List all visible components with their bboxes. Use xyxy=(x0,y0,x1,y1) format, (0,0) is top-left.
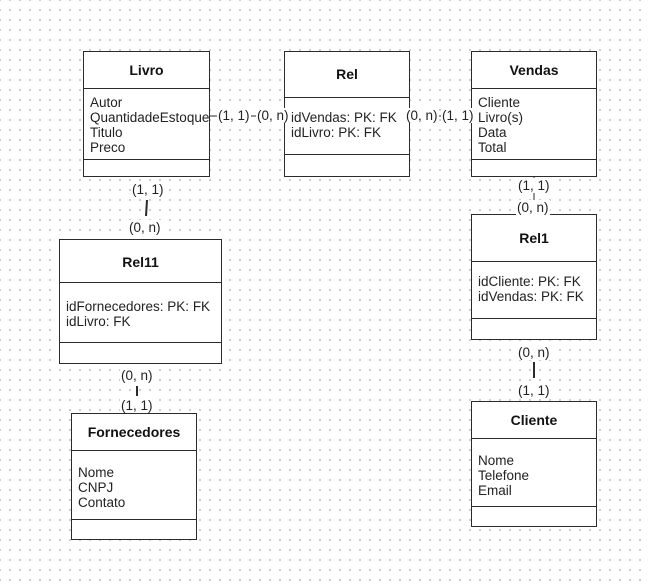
cardinality-label: (1, 1) xyxy=(517,383,551,398)
cardinality-label: (1, 1) xyxy=(441,108,475,123)
attribute: Autor xyxy=(90,95,123,110)
attribute-list: Nome Telefone Email xyxy=(472,439,596,498)
entity-rel1[interactable]: Rel1 idCliente: PK: FK idVendas: PK: FK xyxy=(471,214,597,340)
entity-footer xyxy=(285,154,409,176)
entity-footer xyxy=(60,342,221,363)
cardinality-label: (0, n) xyxy=(120,368,154,383)
attribute: idLivro: PK: FK xyxy=(291,125,382,140)
entity-title: Rel xyxy=(285,52,409,98)
entity-title: Rel11 xyxy=(60,240,221,283)
attribute: Data xyxy=(478,125,507,140)
attribute-list: idCliente: PK: FK idVendas: PK: FK xyxy=(472,262,596,304)
attribute: Titulo xyxy=(90,125,123,140)
cardinality-label: (1, 1) xyxy=(517,178,551,193)
attribute-list: idVendas: PK: FK idLivro: PK: FK xyxy=(285,98,409,140)
attribute: idFornecedores: PK: FK xyxy=(66,299,211,314)
attribute-list: idFornecedores: PK: FK idLivro: FK xyxy=(60,283,221,329)
attribute: Nome xyxy=(478,453,515,468)
cardinality-label: (0, n) xyxy=(405,108,439,123)
attribute-list: Cliente Livro(s) Data Total xyxy=(472,89,596,155)
entity-title: Fornecedores xyxy=(72,414,196,451)
attribute: Contato xyxy=(78,495,126,510)
attribute: Telefone xyxy=(478,468,530,483)
attribute: Livro(s) xyxy=(478,110,524,125)
entity-rel11[interactable]: Rel11 idFornecedores: PK: FK idLivro: FK xyxy=(59,239,222,364)
attribute: idCliente: PK: FK xyxy=(478,274,581,289)
entity-footer xyxy=(84,159,209,176)
attribute: Nome xyxy=(78,465,115,480)
cardinality-label: (1, 1) xyxy=(217,108,251,123)
entity-title: Rel1 xyxy=(472,215,596,262)
entity-title: Vendas xyxy=(472,52,596,89)
attribute: CNPJ xyxy=(78,480,114,495)
entity-footer xyxy=(472,159,596,176)
cardinality-label: (0, n) xyxy=(128,220,162,235)
entity-title: Livro xyxy=(84,52,209,89)
entity-rel[interactable]: Rel idVendas: PK: FK idLivro: PK: FK xyxy=(284,51,410,177)
entity-footer xyxy=(72,519,196,539)
cardinality-label: (1, 1) xyxy=(131,182,165,197)
cardinality-label: (0, n) xyxy=(517,345,551,360)
entity-fornecedores[interactable]: Fornecedores Nome CNPJ Contato xyxy=(71,413,197,540)
attribute: idLivro: FK xyxy=(66,314,131,329)
attribute-list: Autor QuantidadeEstoque Titulo Preco xyxy=(84,89,209,155)
cardinality-label: (1, 1) xyxy=(120,398,154,413)
entity-footer xyxy=(472,506,596,526)
attribute: Total xyxy=(478,140,507,155)
cardinality-label: (0, n) xyxy=(256,108,290,123)
entity-footer xyxy=(472,318,596,339)
connector-livro-rel11 xyxy=(145,199,148,217)
entity-vendas[interactable]: Vendas Cliente Livro(s) Data Total xyxy=(471,51,597,177)
attribute: Preco xyxy=(90,140,126,155)
attribute: idVendas: PK: FK xyxy=(291,110,397,125)
attribute: Cliente xyxy=(478,95,521,110)
attribute: Email xyxy=(478,483,512,498)
entity-livro[interactable]: Livro Autor QuantidadeEstoque Titulo Pre… xyxy=(83,51,210,177)
attribute: QuantidadeEstoque xyxy=(90,110,210,125)
entity-cliente[interactable]: Cliente Nome Telefone Email xyxy=(471,401,597,527)
attribute-list: Nome CNPJ Contato xyxy=(72,451,196,510)
cardinality-label: (0, n) xyxy=(516,200,550,215)
attribute: idVendas: PK: FK xyxy=(478,289,584,304)
entity-title: Cliente xyxy=(472,402,596,439)
